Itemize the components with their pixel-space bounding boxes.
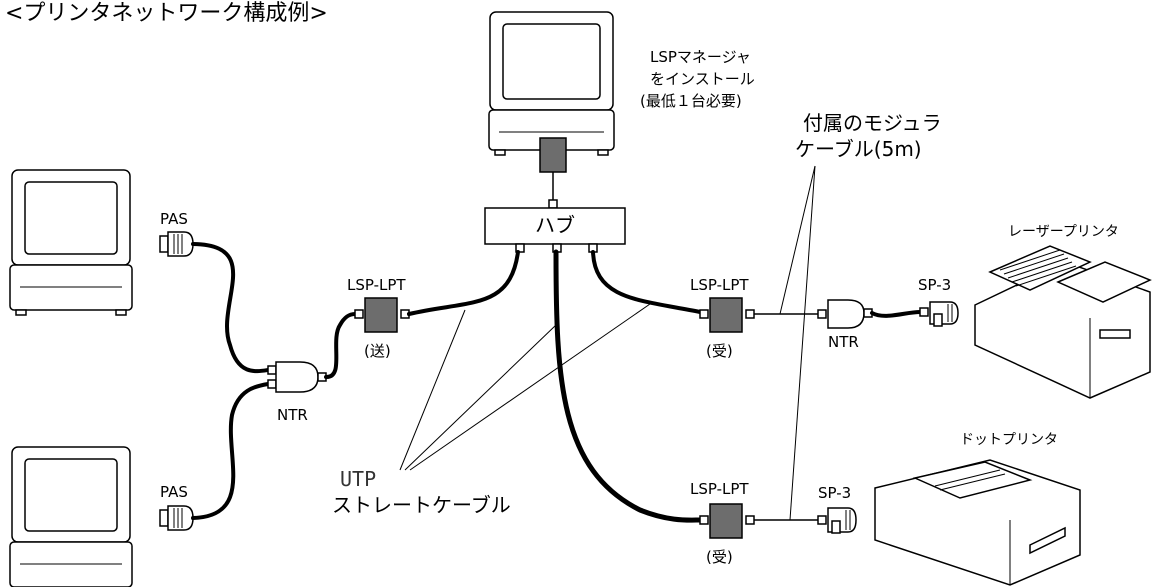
ntr-adapter-left <box>267 361 327 393</box>
lsp-recv-top-label: LSP-LPT <box>690 276 749 294</box>
ntr-label-right: NTR <box>828 333 859 351</box>
lsp-send-role: (送) <box>364 342 391 360</box>
manager-computer <box>488 11 615 156</box>
dot-printer <box>874 459 1081 586</box>
pas-label-top: PAS <box>160 210 188 228</box>
diagram-title: <プリンタネットワーク構成例> <box>5 1 328 26</box>
laser-printer <box>974 245 1152 399</box>
ntr-to-sp3-cable <box>870 310 922 318</box>
lsp-recv-bottom-role: (受) <box>706 548 733 566</box>
hub-to-lsp-recv-top-cable <box>591 250 702 314</box>
utp-callout-line2: ストレートケーブル <box>332 493 511 517</box>
hub-label: ハブ <box>535 213 575 237</box>
hub <box>484 207 626 245</box>
hub-to-lsp-send-cable <box>407 250 520 316</box>
ntr-to-lsp-cable <box>324 312 357 380</box>
modular-callout-leader <box>789 165 816 521</box>
pas-label-bottom: PAS <box>160 483 188 501</box>
utp-callout-leader <box>404 324 557 471</box>
modular-cable-callout-line2: ケーブル(5m) <box>795 137 922 161</box>
utp-callout-leader <box>399 309 466 471</box>
manager-note-line2: をインストール <box>650 70 755 88</box>
lsp-send-label: LSP-LPT <box>347 276 406 294</box>
lsp-lpt-recv-top <box>709 297 743 333</box>
pas-connector-bottom <box>159 505 194 531</box>
laser-printer-label: レーザープリンタ <box>1008 224 1119 240</box>
pas-cable-top <box>191 242 270 374</box>
modular-cable-callout-line1: 付属のモジュラ <box>803 111 942 135</box>
utp-callout-leader <box>409 303 651 471</box>
sp3-connector-top <box>919 301 959 327</box>
utp-callout-line1: UTP <box>340 467 376 491</box>
manager-note-line1: LSPマネージャ <box>650 48 751 66</box>
manager-adapter <box>539 137 567 173</box>
sp3-label-bottom: SP-3 <box>818 484 851 502</box>
manager-note-line3: (最低１台必要) <box>640 92 742 110</box>
computer-top-left <box>9 169 133 316</box>
computer-bottom-left <box>9 446 133 587</box>
sp3-label-top: SP-3 <box>918 276 951 294</box>
modular-callout-leader <box>779 165 816 315</box>
lsp-lpt-recv-bottom <box>709 503 743 539</box>
dot-printer-label: ドットプリンタ <box>960 432 1058 448</box>
pas-cable-bottom <box>191 382 270 520</box>
lsp-recv-top-role: (受) <box>706 342 733 360</box>
hub-to-lsp-recv-bottom-cable <box>553 249 703 523</box>
lsp-recv-bottom-label: LSP-LPT <box>690 480 749 498</box>
ntr-label-left: NTR <box>277 406 308 424</box>
sp3-connector-bottom <box>817 507 857 534</box>
lsp-lpt-send <box>364 297 398 333</box>
pas-connector-top <box>159 231 194 257</box>
ntr-adapter-right <box>827 299 865 329</box>
